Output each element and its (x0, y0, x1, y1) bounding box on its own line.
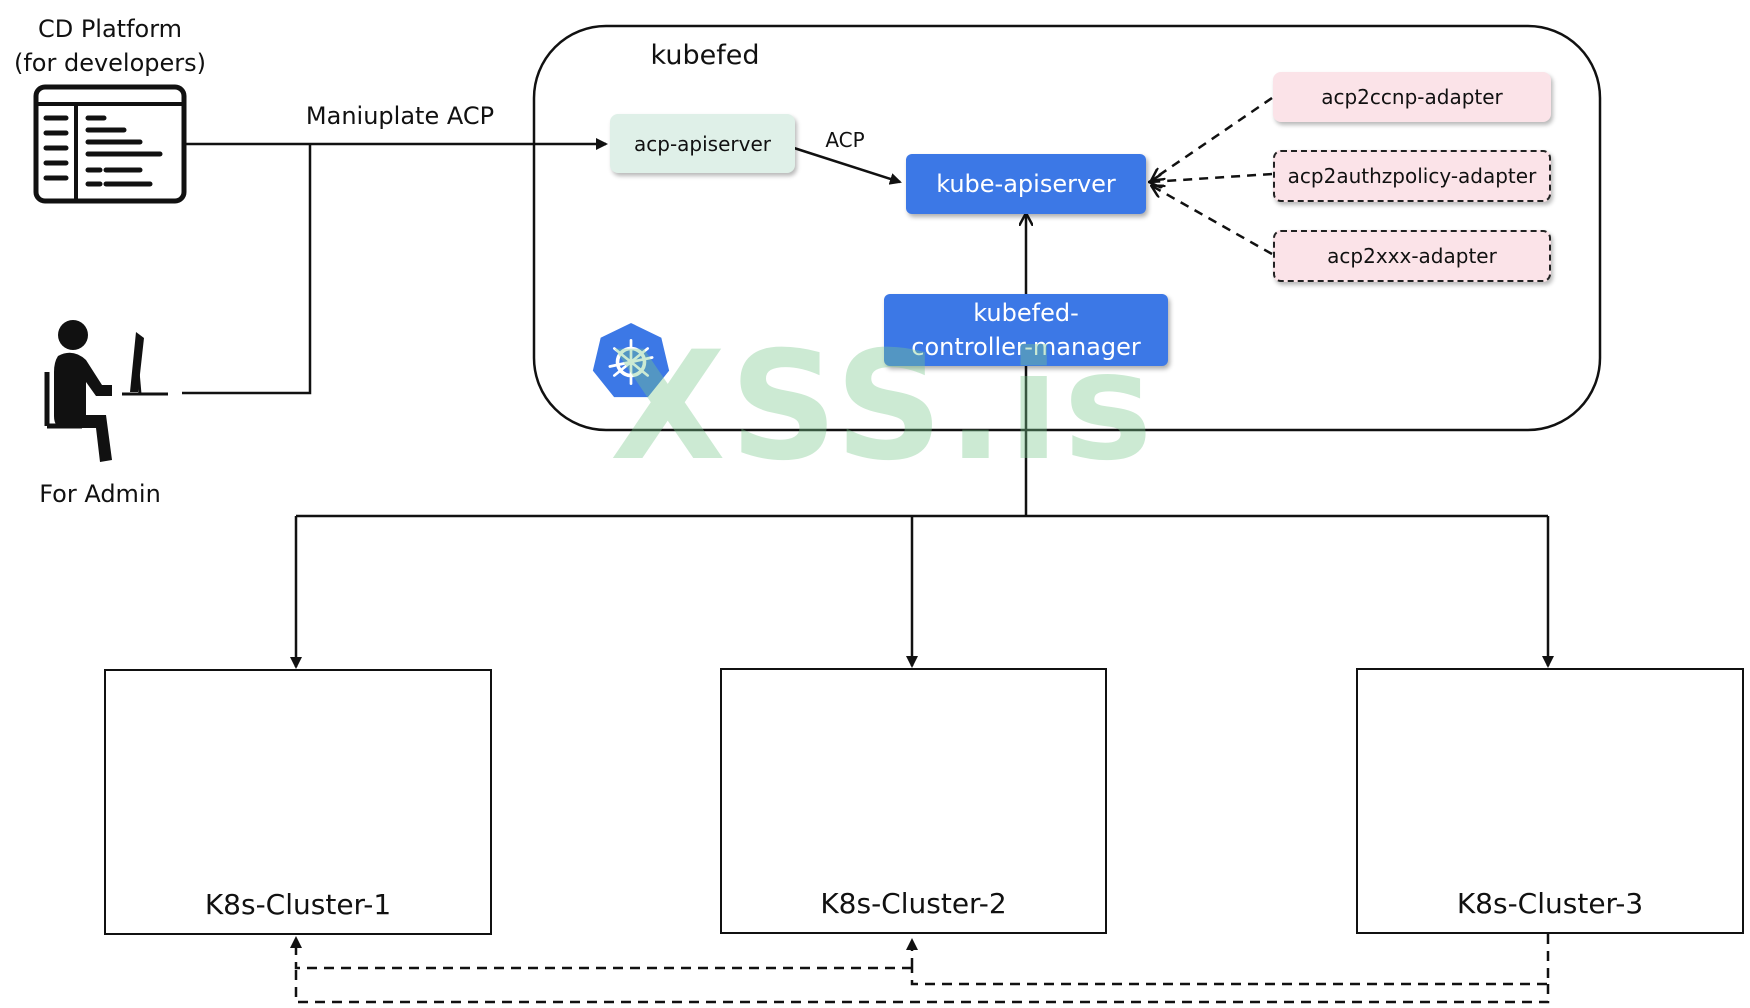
cluster-3-label: K8s-Cluster-3 (1456, 887, 1644, 920)
kubefed-title: kubefed (650, 40, 760, 71)
acp-edge (793, 146, 902, 185)
kubefed-controller-manager-node: kubefed- controller-manager (884, 294, 1168, 366)
adapter-xxx-node: acp2xxx-adapter (1273, 230, 1551, 282)
cluster-2-box: K8s-Cluster-2 (720, 668, 1107, 934)
admin-user-icon (44, 320, 168, 462)
kubefed-k8s-icon (589, 319, 673, 400)
adapter-authzpolicy-node: acp2authzpolicy-adapter (1273, 150, 1551, 202)
adapter-edges (1150, 96, 1273, 256)
cd-platform-label-line1: CD Platform (37, 15, 183, 43)
cd-platform-label: CD Platform (for developers) (10, 12, 210, 80)
cluster-3-box: K8s-Cluster-3 (1356, 668, 1744, 934)
manipulate-connector (182, 138, 608, 395)
controller-label-line2: controller-manager (911, 333, 1141, 361)
cluster-2-label: K8s-Cluster-2 (820, 887, 1007, 920)
cluster-1-label: K8s-Cluster-1 (204, 888, 392, 921)
distribution-edges (290, 362, 1554, 669)
cd-platform-icon (33, 84, 187, 204)
cluster-1-box: K8s-Cluster-1 (104, 669, 492, 935)
manipulate-label: Maniuplate ACP (305, 102, 495, 130)
adapter-ccnp-node: acp2ccnp-adapter (1273, 72, 1551, 122)
kubefed-container (532, 24, 1602, 432)
inter-cluster-edges (290, 934, 1550, 1004)
acp-label: ACP (825, 128, 865, 152)
acp-apiserver-node: acp-apiserver (610, 114, 795, 173)
kube-apiserver-node: kube-apiserver (906, 154, 1146, 214)
cd-platform-label-line2: (for developers) (13, 49, 207, 77)
controller-label-line1: kubefed- (973, 299, 1079, 327)
admin-label: For Admin (39, 480, 161, 508)
watermark-text: XSS.is (610, 320, 1157, 494)
